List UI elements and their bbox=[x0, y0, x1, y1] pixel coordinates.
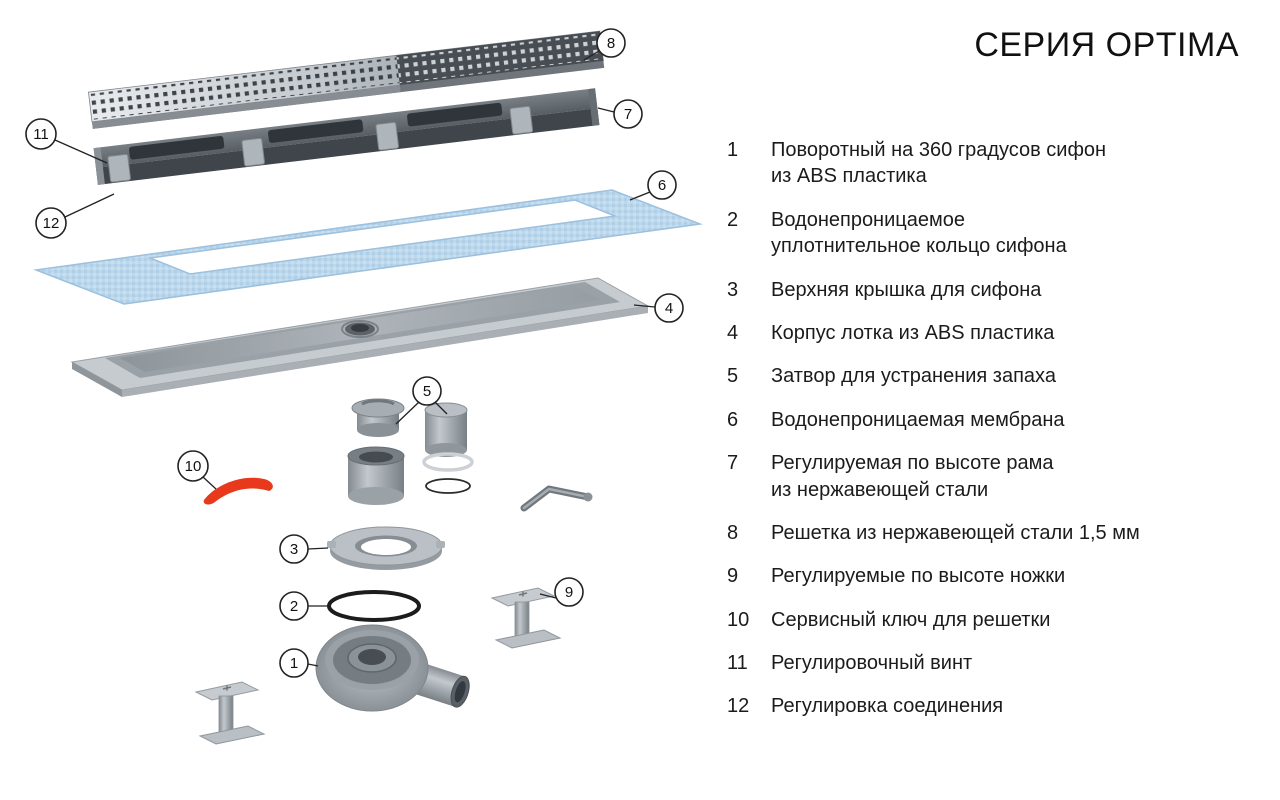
callout-1: 1 bbox=[279, 648, 319, 678]
part-description: Регулировка соединения bbox=[771, 695, 1004, 718]
part-list-item-6: 6 Водонепроницаемая мембрана bbox=[727, 407, 1239, 433]
callout-2: 2 bbox=[279, 591, 327, 621]
svg-text:4: 4 bbox=[665, 300, 673, 317]
svg-text:6: 6 bbox=[658, 177, 666, 194]
svg-text:9: 9 bbox=[565, 584, 573, 601]
part-description: Сервисный ключ для решетки bbox=[771, 608, 1051, 631]
exploded-view-diagram: 8 7 6 4 5 bbox=[25, 28, 703, 745]
svg-text:3: 3 bbox=[290, 541, 298, 558]
part-description: Регулируемая по высоте рама из нержавеющ… bbox=[771, 452, 1054, 501]
part-description: Поворотный на 360 градусов сифон из ABS … bbox=[771, 139, 1107, 188]
part-list-item-4: 4 Корпус лотка из ABS пластика bbox=[727, 320, 1239, 346]
callout-6: 6 bbox=[629, 170, 677, 201]
foot-part-left bbox=[194, 681, 266, 745]
callout-8: 8 bbox=[583, 28, 626, 61]
part-number: 7 bbox=[727, 452, 739, 475]
part-description: Регулируемые по высоте ножки bbox=[771, 565, 1066, 588]
part-description: Водонепроницаемая мембрана bbox=[771, 408, 1065, 431]
part-number: 2 bbox=[727, 208, 739, 231]
callout-9: 9 bbox=[539, 577, 584, 607]
membrane-part bbox=[33, 189, 703, 305]
callout-4: 4 bbox=[633, 293, 684, 323]
svg-text:10: 10 bbox=[185, 458, 202, 475]
part-list-item-11: 11 Регулировочный винт bbox=[727, 650, 1239, 676]
part-number: 3 bbox=[727, 278, 739, 301]
part-number: 11 bbox=[727, 652, 748, 675]
page-title: СЕРИЯ OPTIMA bbox=[974, 26, 1239, 64]
odor-trap-parts bbox=[347, 398, 474, 505]
part-number: 1 bbox=[727, 139, 739, 161]
grate-part bbox=[88, 30, 605, 129]
o-ring-part bbox=[327, 590, 421, 622]
part-list-item-12: 12 Регулировка соединения bbox=[727, 693, 1239, 719]
part-list-item-10: 10 Сервисный ключ для решетки bbox=[727, 607, 1239, 633]
part-number: 9 bbox=[727, 565, 739, 588]
part-description: Затвор для устранения запаха bbox=[771, 365, 1056, 388]
part-list-item-1: 1 Поворотный на 360 градусов сифон из AB… bbox=[727, 137, 1239, 190]
parts-list: 1 Поворотный на 360 градусов сифон из AB… bbox=[727, 137, 1239, 720]
callout-10: 10 bbox=[177, 450, 217, 490]
svg-text:11: 11 bbox=[33, 126, 49, 143]
part-list-item-8: 8 Решетка из нержавеющей стали 1,5 мм bbox=[727, 520, 1239, 546]
part-description: Решетка из нержавеющей стали 1,5 мм bbox=[771, 521, 1140, 544]
part-number: 4 bbox=[727, 321, 739, 344]
exploded-view-svg: 8 7 6 4 5 bbox=[25, 28, 703, 745]
part-list-item-7: 7 Регулируемая по высоте рама из нержаве… bbox=[727, 450, 1239, 503]
part-description: Регулировочный винт bbox=[771, 652, 973, 675]
siphon-cover-part bbox=[327, 526, 445, 570]
svg-text:1: 1 bbox=[290, 655, 298, 672]
part-list-item-2: 2 Водонепроницаемое уплотнительное кольц… bbox=[727, 207, 1239, 260]
part-description: Верхняя крышка для сифона bbox=[771, 278, 1042, 301]
svg-text:12: 12 bbox=[43, 215, 60, 232]
tray-part bbox=[70, 277, 650, 397]
part-description: Водонепроницаемое уплотнительное кольцо … bbox=[771, 208, 1067, 258]
svg-text:8: 8 bbox=[607, 35, 615, 52]
callout-11: 11 bbox=[25, 118, 108, 164]
part-number: 6 bbox=[727, 408, 739, 431]
siphon-body-part bbox=[315, 624, 470, 712]
svg-text:5: 5 bbox=[423, 383, 431, 400]
svg-text:2: 2 bbox=[290, 598, 298, 615]
part-number: 8 bbox=[727, 521, 739, 544]
callout-5: 5 bbox=[395, 376, 448, 425]
hex-key-part bbox=[520, 485, 593, 512]
callout-7: 7 bbox=[597, 99, 643, 129]
info-panel: СЕРИЯ OPTIMA 1 Поворотный на 360 градусо… bbox=[705, 0, 1255, 800]
svg-text:7: 7 bbox=[624, 106, 632, 123]
service-key-part bbox=[203, 477, 273, 505]
part-list-item-5: 5 Затвор для устранения запаха bbox=[727, 363, 1239, 389]
part-number: 12 bbox=[727, 695, 750, 718]
part-number: 10 bbox=[727, 608, 750, 631]
frame-part bbox=[93, 88, 600, 185]
part-description: Корпус лотка из ABS пластика bbox=[771, 321, 1055, 344]
callout-12: 12 bbox=[35, 193, 115, 239]
callout-3: 3 bbox=[279, 534, 329, 564]
part-number: 5 bbox=[727, 365, 739, 388]
part-list-item-3: 3 Верхняя крышка для сифона bbox=[727, 277, 1239, 303]
foot-part-right bbox=[490, 587, 562, 649]
part-list-item-9: 9 Регулируемые по высоте ножки bbox=[727, 563, 1239, 589]
